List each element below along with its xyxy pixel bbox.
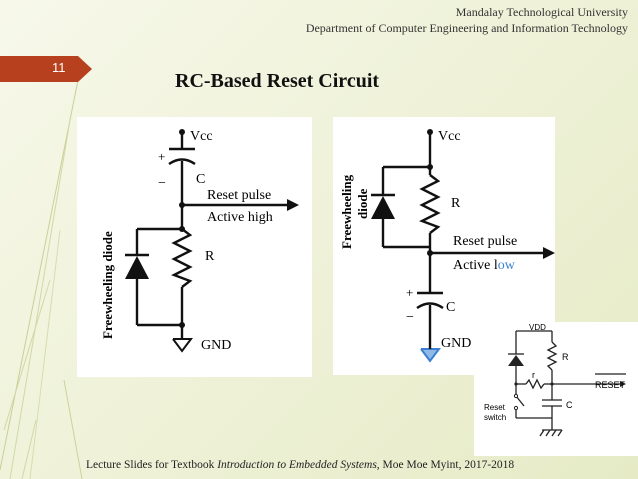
freewheeling-label: Freewheeling [339,174,354,249]
reset-switch-label-2: switch [484,413,506,422]
resistor-label: R [205,249,215,264]
reset-switch-circuit: VDD R r RESET C Reset switch [484,323,626,437]
cap-plus: + [158,149,165,164]
footer-prefix: Lecture Slides for Textbook [86,459,218,471]
university-name: Mandalay Technological University [455,5,628,19]
vdd-label: VDD [529,323,546,332]
slide-number-badge: 11 [0,56,92,82]
active-low-label-b: ow [498,258,516,273]
slide-title: RC-Based Reset Circuit [175,70,380,92]
header: Mandalay Technological University Depart… [306,4,628,36]
slide-number-arrow [0,56,92,82]
reset-pulse-label: Reset pulse [453,234,517,249]
cap-label: C [196,172,205,187]
active-low-label: Active low [453,258,516,273]
footer-book-title: Introduction to Embedded Systems [217,459,377,471]
cap-label: C [566,400,573,410]
active-high-label: Active high [207,210,273,225]
active-high-circuit: Vcc + − C Reset pulse Active high R GND … [100,129,299,353]
freewheeling-diode-label: Freewheeling diode [100,231,115,339]
reset-switch-label-1: Reset [484,403,506,412]
reset-output-label: RESET [595,380,626,390]
resistor-small-label: r [532,370,535,380]
resistor-label: R [451,196,461,211]
cap-label: C [446,300,455,315]
cap-minus: − [158,176,166,191]
cap-plus: + [406,285,413,300]
cap-minus: − [406,310,414,325]
diode-label: diode [355,188,370,219]
resistor-big-label: R [562,352,569,362]
diagram-reset-switch: VDD R r RESET C Reset switch [474,322,638,456]
gnd-label: GND [201,338,231,353]
vcc-label: Vcc [438,129,461,144]
vcc-label: Vcc [190,129,213,144]
department-name: Department of Computer Engineering and I… [305,21,628,35]
active-low-label-a: Active l [453,258,498,273]
gnd-label: GND [441,336,471,351]
diagram-active-high: Vcc + − C Reset pulse Active high R GND … [77,117,312,377]
active-low-circuit: Vcc R Reset pulse Active low + − C GND F… [339,129,555,363]
footer: Lecture Slides for Textbook Introduction… [86,459,514,471]
reset-pulse-label: Reset pulse [207,188,271,203]
slide-number: 11 [52,60,66,75]
footer-suffix: , Moe Moe Myint, 2017-2018 [376,459,515,471]
